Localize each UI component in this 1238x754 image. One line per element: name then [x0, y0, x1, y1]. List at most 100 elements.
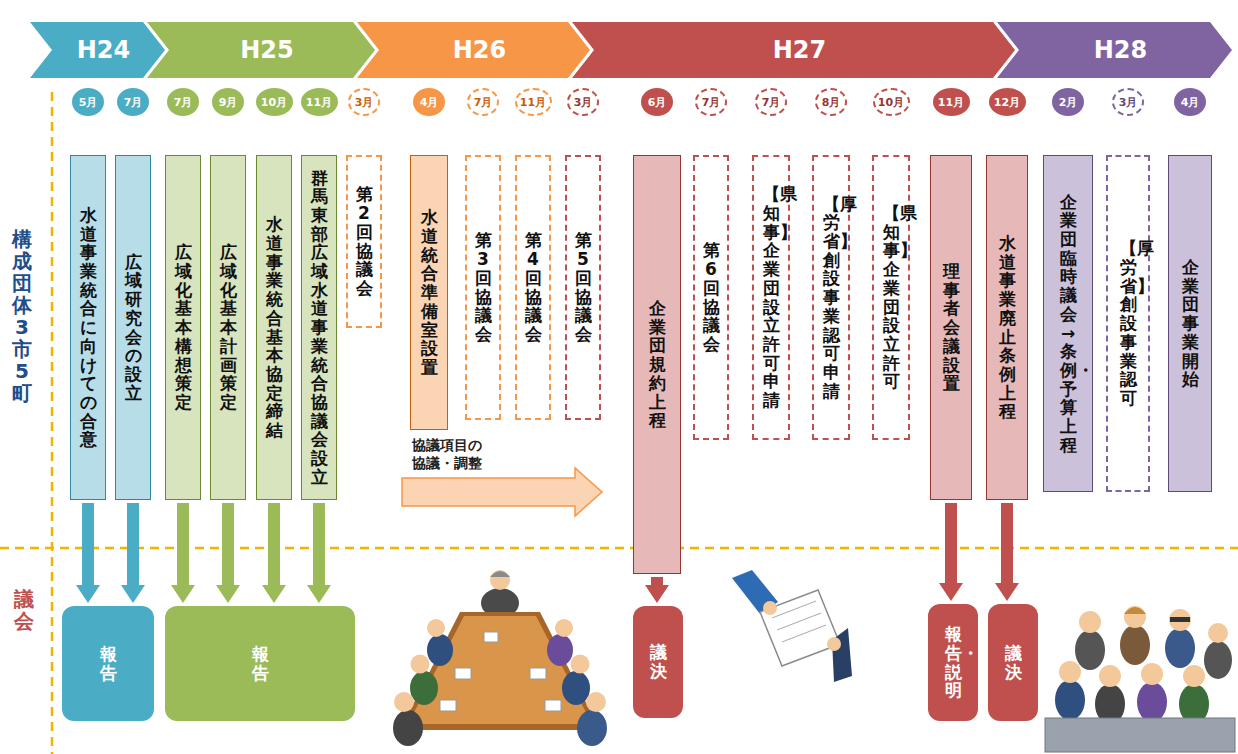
sleeve: [832, 628, 852, 682]
month-badge: 7月: [695, 88, 727, 116]
assembly-illustration: [1045, 606, 1235, 752]
chevron-fill: [30, 22, 165, 78]
event-text: 理事者会議設置: [943, 262, 960, 393]
person-body: [393, 710, 423, 746]
month-label: 11月: [938, 95, 964, 110]
event-box: 広域化基本構想策定: [165, 155, 201, 500]
year-chevron: H26: [357, 22, 590, 78]
council-text: 報告・説明: [945, 625, 962, 700]
person-head: [555, 619, 573, 637]
person-head: [1079, 611, 1101, 633]
month-badge: 7月: [167, 88, 199, 116]
event-text: 水道事業統合に向けての合意: [80, 206, 97, 449]
year-chevron: H24: [30, 22, 165, 78]
person-body: [577, 710, 607, 746]
event-text: 企業団臨時議会→条例・予算上程: [1060, 193, 1077, 455]
handover-illustration: [732, 570, 852, 682]
month-label: 3月: [574, 95, 593, 110]
event-box: 広域研究会の設立: [115, 155, 151, 500]
down-arrow: [945, 503, 957, 583]
month-label: 8月: [822, 95, 841, 110]
month-badge: 3月: [567, 88, 599, 116]
chevron-fill: [357, 22, 590, 78]
council-text: 議決: [1005, 644, 1022, 681]
month-label: 7月: [474, 95, 493, 110]
month-badge: 4月: [413, 88, 445, 116]
paper: [440, 700, 456, 711]
document-line: [777, 613, 821, 630]
event-text: 【厚労省】創設事業認可: [1120, 239, 1137, 407]
event-box: 広域化基本計画策定: [210, 155, 246, 500]
month-badge: 8月: [815, 88, 847, 116]
paper: [484, 632, 498, 642]
month-badge: 4月: [1174, 88, 1206, 116]
month-badge: 11月: [933, 88, 970, 116]
month-label: 4月: [420, 95, 439, 110]
document-line: [772, 601, 816, 618]
event-box: 企業団臨時議会→条例・予算上程: [1043, 155, 1093, 492]
event-text: 企業団規約上程: [649, 299, 666, 430]
table-top: [408, 616, 592, 724]
month-badge: 3月: [1112, 88, 1144, 116]
month-label: 12月: [994, 95, 1020, 110]
person-head: [490, 570, 510, 590]
person-body: [1165, 628, 1195, 668]
year-chevron: H27: [572, 22, 1015, 78]
month-label: 3月: [355, 95, 374, 110]
person-body: [1120, 625, 1150, 665]
sleeve: [732, 570, 778, 614]
event-box: 企業団事業開始: [1168, 155, 1212, 492]
event-box: 【厚労省】創設事業認可申請: [812, 155, 850, 440]
person-body: [1055, 680, 1085, 720]
council-box: 報告・説明: [928, 604, 978, 721]
down-arrow: [313, 503, 325, 585]
event-text: 企業団事業開始: [1182, 258, 1199, 389]
year-chevron: H28: [997, 22, 1232, 78]
event-text: 【厚労省】創設事業認可申請: [823, 195, 840, 401]
event-box: 第3回協議会: [465, 155, 501, 420]
event-text: 広域研究会の設立: [125, 253, 142, 403]
month-badge: 10月: [256, 88, 293, 116]
month-label: 7月: [702, 95, 721, 110]
month-badge: 5月: [72, 88, 104, 116]
person-head: [1059, 661, 1081, 683]
month-badge: 7月: [117, 88, 149, 116]
event-text: 【県知事】企業団設立許可申請: [763, 185, 780, 409]
month-badge: 7月: [467, 88, 499, 116]
event-box: 企業団規約上程: [633, 155, 681, 574]
month-label: 7月: [174, 95, 193, 110]
month-label: 10月: [261, 95, 287, 110]
down-arrow: [127, 503, 139, 585]
event-box: 第4回協議会: [515, 155, 551, 420]
glasses: [1170, 617, 1190, 622]
person-body: [427, 634, 453, 666]
month-label: 7月: [124, 95, 143, 110]
event-box: 【県知事】企業団設立許可申請: [752, 155, 790, 440]
person-body: [562, 671, 590, 705]
event-text: 水道統合準備室設置: [421, 208, 438, 376]
side-label: 議会: [14, 588, 34, 632]
person-body: [410, 671, 438, 705]
person-body: [1075, 630, 1105, 670]
event-text: 【県知事】企業団設立許可: [883, 204, 900, 391]
down-arrow: [1001, 503, 1013, 583]
event-box: 理事者会議設置: [930, 155, 972, 500]
person-head: [571, 655, 590, 674]
month-label: 5月: [79, 95, 98, 110]
process-label: 協議項目の協議・調整: [412, 436, 486, 472]
month-badge: 6月: [641, 88, 673, 116]
year-label: H25: [240, 36, 293, 64]
month-badge: 11月: [301, 88, 338, 116]
person-head: [1183, 665, 1205, 687]
person-head: [586, 692, 606, 712]
event-text: 第4回協議会: [525, 231, 542, 343]
event-box: 【厚労省】創設事業認可: [1106, 155, 1150, 492]
month-badge: 2月: [1052, 88, 1084, 116]
event-box: 水道統合準備室設置: [410, 155, 448, 430]
person-head: [1099, 665, 1121, 687]
year-chevron: H25: [147, 22, 375, 78]
month-badge: 11月: [515, 88, 552, 116]
month-badge: 7月: [755, 88, 787, 116]
year-label: H26: [453, 36, 506, 64]
meeting-illustration: [393, 570, 607, 746]
